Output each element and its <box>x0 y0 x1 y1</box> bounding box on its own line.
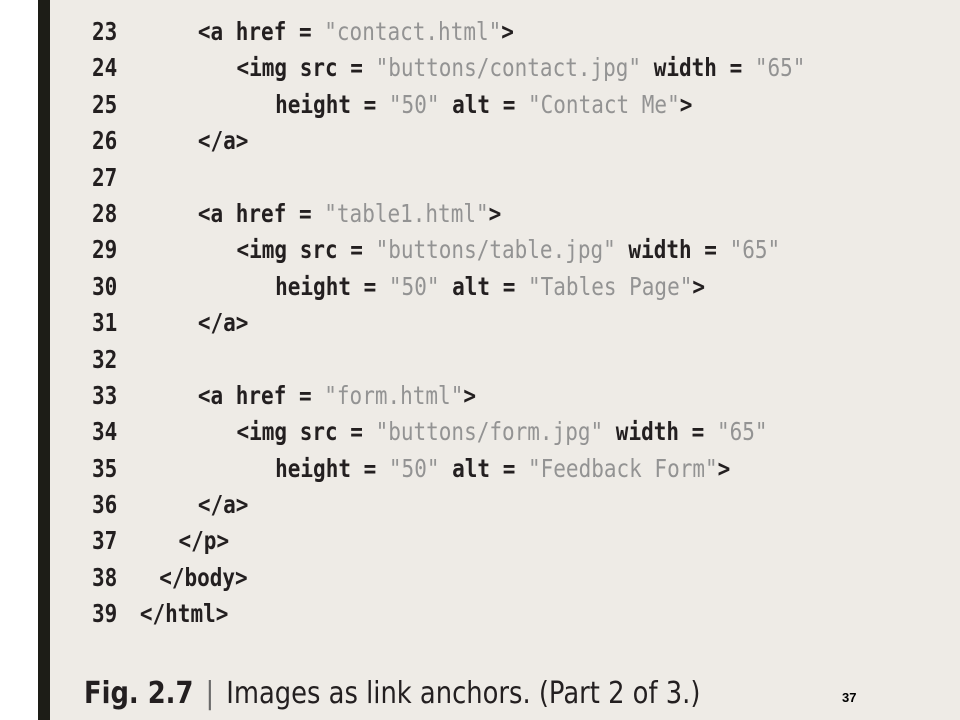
string-literal: "50" <box>388 271 440 301</box>
line-number: 28 <box>92 198 118 228</box>
line-number: 29 <box>92 235 118 265</box>
code-token: </html> <box>139 599 229 629</box>
figure-label: Fig. 2.7 <box>84 676 194 711</box>
line-number: 24 <box>92 53 118 83</box>
string-literal: "Contact Me" <box>527 89 680 119</box>
line-number: 23 <box>92 17 118 46</box>
code-token: <img src = <box>236 235 376 265</box>
code-line: 37 </p> <box>92 523 814 559</box>
string-literal: "Feedback Form" <box>527 453 718 483</box>
code-text: </body> <box>159 560 248 596</box>
slide-edge-bar <box>38 0 50 720</box>
figure-caption: Fig. 2.7 | Images as link anchors. (Part 2… <box>84 672 700 716</box>
code-text: height = "50" alt = "Feedback Form"> <box>275 451 730 487</box>
code-line: 25 height = "50" alt = "Contact Me"> <box>92 87 814 123</box>
code-token: </a> <box>197 308 249 338</box>
code-line: 36 </a> <box>92 487 814 523</box>
code-listing: 23<a href = "contact.html">24<img src = … <box>92 14 952 633</box>
code-text: <a href = "form.html"> <box>198 378 476 414</box>
code-text: <img src = "buttons/table.jpg" width = "… <box>236 232 780 268</box>
code-line: 34 <img src = "buttons/form.jpg" width = … <box>92 414 814 450</box>
string-literal: "65" <box>716 417 768 447</box>
line-number: 39 <box>92 599 118 629</box>
code-text: <a href = "contact.html"> <box>198 14 514 50</box>
code-token: height = <box>275 89 389 119</box>
code-text: </html> <box>140 596 229 632</box>
line-number: 26 <box>92 126 118 156</box>
code-line: 39 </html> <box>92 596 814 632</box>
page-number: 37 <box>842 690 857 705</box>
line-number: 31 <box>92 308 118 338</box>
code-token: > <box>501 17 514 46</box>
code-token: <a href = <box>197 198 325 228</box>
left-margin <box>0 0 38 720</box>
code-token: <img src = <box>236 53 376 83</box>
line-number: 33 <box>92 380 118 410</box>
string-literal: "50" <box>388 453 440 483</box>
code-token: </a> <box>197 490 249 520</box>
string-literal: "table1.html" <box>324 198 489 228</box>
string-literal: "form.html" <box>324 380 464 410</box>
line-number: 35 <box>92 453 118 483</box>
code-token: </a> <box>197 126 249 156</box>
code-token: </p> <box>178 526 230 556</box>
line-number: 25 <box>92 89 118 119</box>
line-number: 30 <box>92 271 118 301</box>
code-text: height = "50" alt = "Tables Page"> <box>275 269 705 305</box>
code-line: 38 </body> <box>92 560 814 596</box>
string-literal: "Tables Page" <box>527 271 693 301</box>
line-number: 27 <box>92 162 118 192</box>
code-line: 26 </a> <box>92 123 814 159</box>
code-line: 29 <img src = "buttons/table.jpg" width =… <box>92 232 814 268</box>
string-literal: "50" <box>388 89 440 119</box>
code-line: 33 <a href = "form.html"> <box>92 378 814 414</box>
code-token: > <box>679 89 693 119</box>
figure-title: Images as link anchors. (Part 2 of 3.) <box>226 676 701 711</box>
string-literal: "65" <box>729 235 781 265</box>
code-text: </a> <box>198 305 249 341</box>
code-text: </p> <box>179 523 230 559</box>
code-token: > <box>717 453 731 483</box>
code-line: 24 <img src = "buttons/contact.jpg" width… <box>92 50 814 86</box>
code-text: </a> <box>198 487 249 523</box>
code-line: 32 <box>92 342 814 378</box>
code-line: 27 <box>92 160 814 196</box>
code-token: > <box>692 271 706 301</box>
code-token: <a href = <box>197 380 325 410</box>
code-token: <a href = <box>197 17 325 46</box>
code-line: 23 <a href = "contact.html"> <box>92 14 814 50</box>
code-text: <img src = "buttons/contact.jpg" width =… <box>236 50 805 86</box>
code-line: 28 <a href = "table1.html"> <box>92 196 814 232</box>
caption-separator: | <box>205 676 215 711</box>
code-text: <img src = "buttons/form.jpg" width = "6… <box>236 414 767 450</box>
string-literal: "buttons/table.jpg" <box>375 235 616 265</box>
code-token: alt = <box>439 271 528 301</box>
code-token: width = <box>641 53 755 83</box>
string-literal: "buttons/contact.jpg" <box>375 53 642 83</box>
string-literal: "65" <box>754 53 806 83</box>
line-number: 37 <box>92 526 118 556</box>
code-line: 35 height = "50" alt = "Feedback Form"> <box>92 451 814 487</box>
line-number: 38 <box>92 562 118 592</box>
code-token: alt = <box>439 89 528 119</box>
code-token: width = <box>603 417 717 447</box>
code-line: 31 </a> <box>92 305 814 341</box>
code-token: > <box>463 380 477 410</box>
code-token: alt = <box>439 453 528 483</box>
code-token: <img src = <box>236 417 376 447</box>
code-line: 30 height = "50" alt = "Tables Page"> <box>92 269 814 305</box>
string-literal: "buttons/form.jpg" <box>375 417 604 447</box>
code-token: width = <box>615 235 730 265</box>
code-text: height = "50" alt = "Contact Me"> <box>275 87 692 123</box>
line-number: 34 <box>92 417 118 447</box>
code-token: height = <box>275 271 389 301</box>
line-number: 32 <box>92 344 118 374</box>
string-literal: "contact.html" <box>324 17 502 46</box>
code-text: <a href = "table1.html"> <box>198 196 501 232</box>
code-token: </body> <box>159 562 248 592</box>
code-token: > <box>488 198 502 228</box>
code-text: </a> <box>198 123 249 159</box>
line-number: 36 <box>92 490 118 520</box>
code-token: height = <box>275 453 389 483</box>
